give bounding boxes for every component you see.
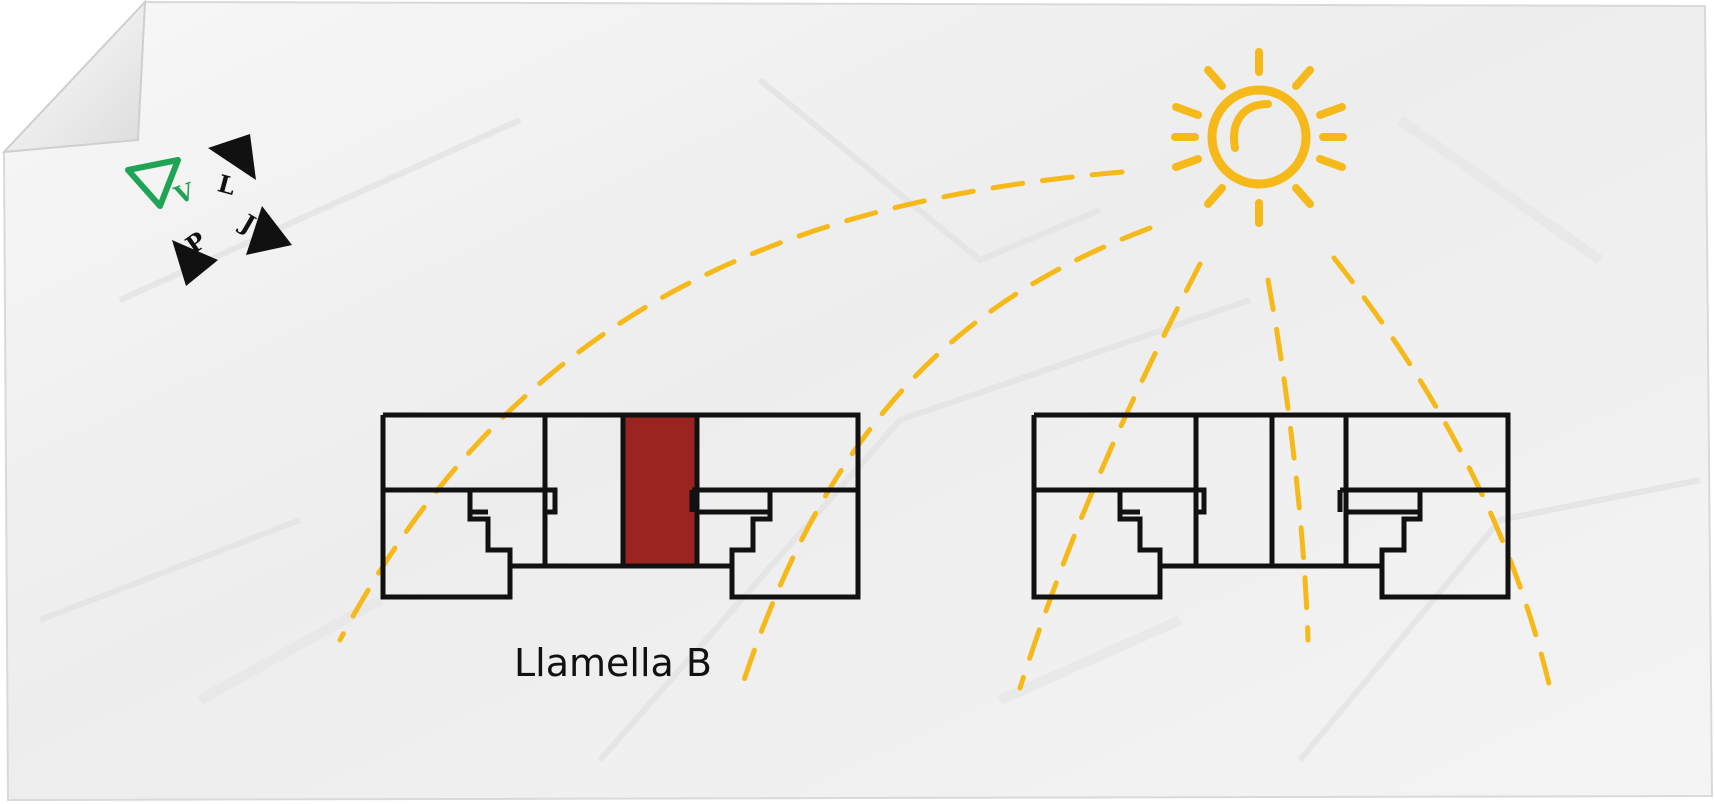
building-right	[1031, 412, 1511, 600]
sun-ray-5	[1331, 255, 1553, 691]
folded-corner	[1, 0, 147, 154]
sun-icon	[1171, 48, 1347, 227]
logo-letter-l: L	[215, 169, 239, 201]
sun-ray-3	[1017, 261, 1203, 691]
building-left	[380, 412, 861, 600]
highlighted-unit	[623, 415, 697, 566]
building-label: Llamella B	[514, 641, 712, 685]
vlpj-logo-icon: V L J P	[125, 134, 292, 286]
sun-ray-2	[739, 225, 1153, 689]
sun-ray-1	[337, 169, 1125, 643]
sun-ray-4	[1265, 277, 1311, 643]
sun-rays	[337, 169, 1553, 691]
